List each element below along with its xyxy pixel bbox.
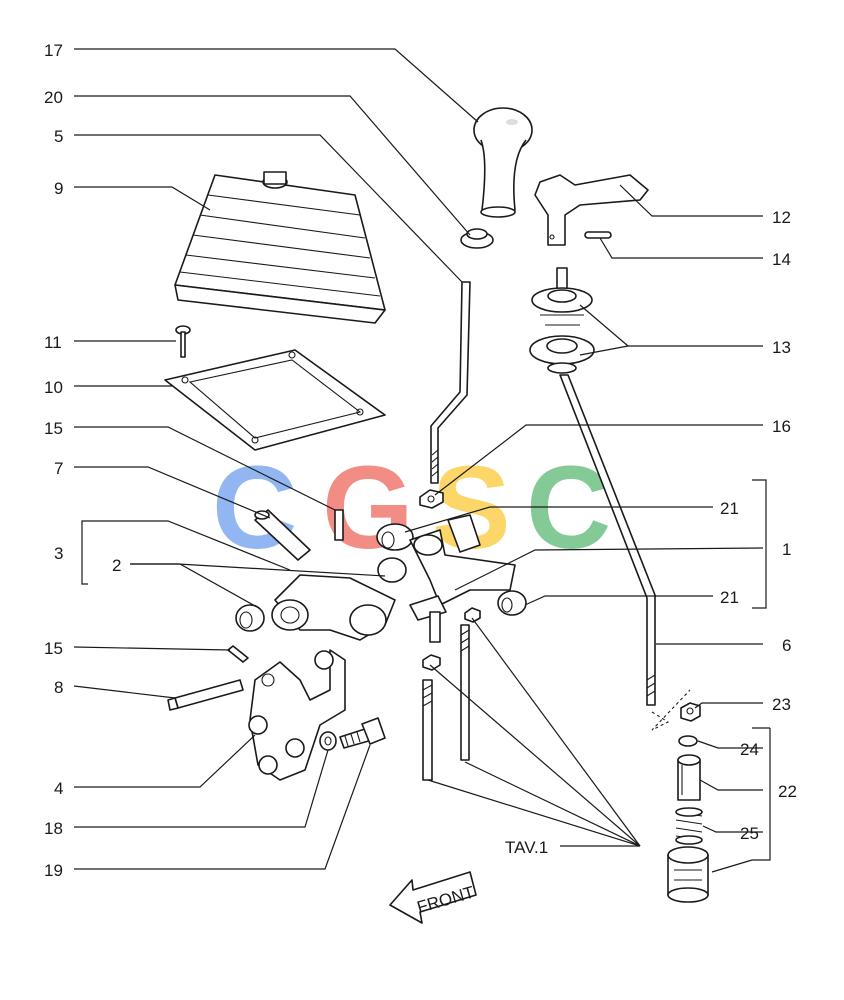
part-16-nut	[419, 489, 444, 509]
part-9-rubber-boot	[174, 171, 386, 324]
part-2-bush-left	[235, 604, 265, 632]
part-11-screw	[175, 325, 191, 358]
part-21-bush-lower	[497, 590, 527, 616]
callout-10: 10	[44, 378, 63, 397]
callout-1: 1	[782, 540, 791, 559]
callout-14: 14	[772, 250, 791, 269]
part-22-plunger	[677, 754, 701, 801]
part-2-bush-right	[377, 557, 407, 583]
callout-7: 7	[54, 459, 63, 478]
callout-11: 11	[44, 333, 62, 352]
part-22-cylinder	[667, 846, 709, 903]
tav-nut-right	[464, 607, 481, 623]
part-17-knob	[473, 107, 533, 218]
part-10-plate	[164, 349, 386, 451]
part-5-lever-rod	[430, 281, 471, 484]
part-14-pin	[584, 231, 612, 239]
front-arrow: FRONT	[389, 871, 477, 924]
callout-17: 17	[44, 41, 63, 60]
callout-24: 24	[740, 740, 759, 759]
callout-21-upper: 21	[720, 499, 739, 518]
part-8-shaft	[167, 679, 244, 711]
callout-23: 23	[772, 695, 791, 714]
callout-16: 16	[772, 417, 791, 436]
callout-22: 22	[778, 782, 797, 801]
part-25-spring	[675, 807, 703, 845]
callout-15-lower: 15	[44, 639, 63, 658]
part-19-bolt	[339, 717, 386, 749]
callout-5: 5	[54, 127, 63, 146]
callout-21-lower: 21	[720, 588, 739, 607]
callout-3: 3	[54, 544, 63, 563]
callout-tav1: TAV.1	[505, 838, 548, 857]
callout-8: 8	[54, 678, 63, 697]
callout-25: 25	[740, 824, 759, 843]
callout-20: 20	[44, 88, 63, 107]
part-12-lever-head	[534, 174, 649, 246]
part-13-rubber-boots	[529, 267, 595, 374]
tav-rods	[422, 624, 470, 781]
watermark-letter-c1: C	[212, 442, 297, 574]
watermark: C G S C	[212, 442, 611, 574]
part-15-pin-upper	[334, 509, 344, 541]
callout-9: 9	[54, 179, 63, 198]
tav-nut-left	[422, 654, 441, 671]
part-18-washer	[319, 731, 337, 751]
leader-lines	[73, 48, 771, 873]
part-1-selector	[409, 514, 516, 643]
callout-labels: 17 20 5 9 11 10 15 7 3 2 15 8 4 18 19 12…	[44, 41, 797, 880]
callout-4: 4	[54, 779, 63, 798]
part-23-nut	[680, 702, 701, 722]
callout-15-upper: 15	[44, 419, 63, 438]
part-4-bracket	[248, 649, 346, 781]
callout-12: 12	[772, 208, 791, 227]
callout-19: 19	[44, 861, 63, 880]
callout-13: 13	[772, 338, 791, 357]
callout-18: 18	[44, 819, 63, 838]
part-20-bush	[460, 228, 494, 249]
watermark-letter-g: G	[322, 442, 414, 574]
part-21-bush-upper	[376, 523, 414, 551]
callout-6: 6	[782, 636, 791, 655]
part-3-housing	[271, 574, 396, 641]
part-6-rod	[559, 374, 691, 731]
part-24-ring	[678, 735, 698, 747]
part-15-pin-lower	[227, 645, 249, 663]
callout-2: 2	[112, 556, 121, 575]
